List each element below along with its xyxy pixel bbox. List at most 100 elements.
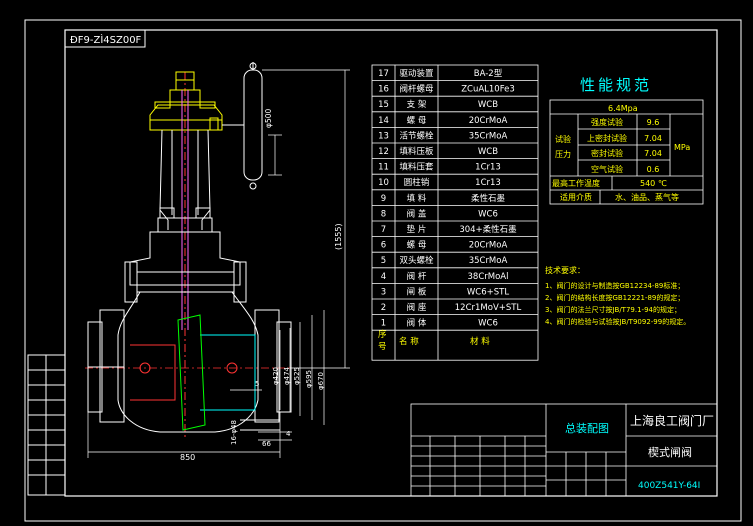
part-name: 阀杆螺母	[399, 84, 433, 95]
part-material: 1Cr13	[475, 178, 501, 188]
tech-item-4: 4、阀门的检验与试验按JB/T9092-99的规定。	[545, 317, 690, 326]
part-name: 阀 杆	[407, 271, 427, 282]
part-name: 活节螺栓	[399, 130, 434, 141]
yoke	[157, 129, 213, 233]
part-no: 16	[378, 85, 389, 95]
drawing-number-box	[64, 29, 146, 48]
dim-d2: φ474	[283, 366, 291, 385]
part-material: 35CrMoA	[469, 131, 508, 141]
perf-row-name: 空气试验	[591, 164, 623, 174]
perf-row-value: 0.6	[647, 165, 660, 174]
company-name: 上海良工阀门厂	[630, 413, 714, 428]
inner-frame	[64, 29, 718, 497]
header-no-1: 序	[378, 329, 387, 340]
performance-spec: 性能规范 6.4Mpa 试验 压力 强度试验 9.6 上密封试验 7.04 密封试验 7.…	[549, 76, 704, 205]
actuator	[149, 71, 223, 131]
part-no: 17	[378, 69, 389, 79]
part-no: 9	[381, 194, 386, 204]
handwheel	[235, 62, 263, 190]
stem	[181, 90, 189, 330]
perf-test-group-2: 压力	[555, 149, 571, 159]
part-name: 阀 体	[407, 318, 427, 329]
dim-height: (1555)	[334, 223, 343, 250]
perf-maxtemp-value: 540 ℃	[640, 179, 667, 188]
part-no: 7	[381, 225, 386, 235]
part-no: 10	[378, 178, 389, 188]
part-material: WC6	[478, 319, 498, 329]
part-name: 闸 板	[407, 286, 427, 297]
part-no: 12	[378, 147, 389, 157]
tech-title: 技术要求：	[545, 265, 585, 275]
dimension-lines	[87, 69, 350, 458]
part-name: 垫 片	[407, 224, 427, 235]
dim-d4: φ595	[305, 370, 313, 388]
outer-frame	[24, 19, 742, 522]
part-material: WC6	[478, 209, 498, 219]
part-material: 20CrMoA	[469, 116, 508, 126]
part-material: WC6+STL	[467, 287, 509, 297]
part-material: 12Cr1MoV+STL	[455, 303, 522, 313]
part-name: 驱动装置	[399, 68, 434, 79]
dim-bolts: 16-φ48	[230, 420, 238, 445]
part-material: 304+柔性石墨	[459, 224, 517, 235]
part-name: 阀 盖	[407, 208, 427, 219]
dim-t2: 66	[262, 440, 271, 448]
dim-d5: φ670	[317, 372, 325, 390]
part-name: 双头螺栓	[399, 255, 434, 266]
part-material: WCB	[478, 147, 498, 157]
dim-t1: 5	[255, 380, 259, 388]
part-material: WCB	[478, 100, 498, 110]
perf-row-name: 上密封试验	[587, 133, 627, 143]
drawing-name: 总装配图	[565, 421, 609, 435]
dim-t3: 4	[286, 430, 291, 438]
tech-requirements: 技术要求： 1、阀门的设计与制造按GB12234-89标准； 2、阀门的结构长度…	[545, 265, 690, 326]
perf-row-value: 7.04	[644, 134, 662, 143]
part-name: 填 料	[407, 193, 427, 204]
perf-row-value: 7.04	[644, 149, 662, 158]
part-no: 1	[381, 319, 386, 329]
part-no: 15	[378, 100, 389, 110]
part-material: 1Cr13	[475, 163, 501, 173]
tech-item-1: 1、阀门的设计与制造按GB12234-89标准；	[545, 281, 684, 290]
dim-d3: φ525	[293, 367, 301, 385]
part-no: 3	[381, 287, 386, 297]
left-revision-column	[27, 354, 66, 496]
perf-test-group-1: 试验	[555, 134, 571, 144]
part-name: 填料压板	[399, 146, 434, 157]
part-no: 2	[381, 303, 386, 313]
part-no: 6	[381, 241, 386, 251]
perf-row-value: 9.6	[647, 118, 660, 127]
part-material: 35CrMoA	[469, 256, 508, 266]
header-material: 材 料	[470, 336, 490, 347]
tech-item-2: 2、阀门的结构长度按GB12221-89的规定；	[545, 293, 684, 302]
dim-handwheel: φ500	[264, 109, 273, 128]
part-no: 8	[381, 209, 386, 219]
part-material: 柔性石墨	[471, 193, 506, 204]
valve-drawing: φ500 (1555) φ420 φ474 φ525 φ595 φ670 850…	[85, 62, 350, 462]
valve-body	[87, 291, 292, 433]
perf-row-name: 强度试验	[591, 117, 623, 127]
drawing-number-top: ÐF9-ZÌ4SZ00F	[70, 33, 142, 46]
perf-maxtemp-label: 最高工作温度	[552, 178, 600, 188]
title-block: 总装配图 上海良工阀门厂 楔式闸阀 400Z541Y-64I	[410, 403, 718, 497]
part-material: 38CrMoAl	[468, 272, 509, 282]
part-material: BA-2型	[474, 69, 503, 79]
perf-title: 性能规范	[580, 76, 652, 94]
part-name: 螺 母	[407, 240, 427, 251]
dim-d1: φ420	[272, 367, 280, 385]
header-name: 名 称	[399, 336, 419, 347]
part-material: 20CrMoA	[469, 241, 508, 251]
product-name: 楔式闸阀	[648, 445, 692, 459]
part-material: ZCuAL10Fe3	[461, 85, 515, 95]
part-no: 5	[381, 256, 386, 266]
part-name: 圆柱销	[404, 177, 430, 188]
part-name: 阀 座	[407, 302, 427, 313]
perf-row-name: 密封试验	[591, 148, 623, 158]
perf-medium-label: 适用介质	[560, 192, 592, 202]
perf-pressure: 6.4Mpa	[608, 104, 638, 113]
part-name: 螺 母	[407, 115, 427, 126]
model-number: 400Z541Y-64I	[638, 481, 700, 491]
tech-item-3: 3、阀门的法兰尺寸按JB/T79.1-94的规定；	[545, 305, 681, 314]
part-no: 11	[378, 163, 389, 173]
